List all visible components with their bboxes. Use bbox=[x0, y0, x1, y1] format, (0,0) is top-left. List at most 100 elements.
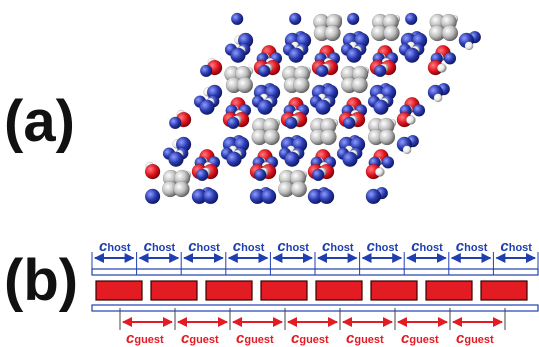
atom-c bbox=[236, 76, 254, 94]
guest-period-label: cguest bbox=[346, 330, 384, 347]
guest-period-label: cguest bbox=[236, 330, 274, 347]
panel-label-b: (b) bbox=[4, 248, 79, 313]
host-period-label: chost bbox=[367, 238, 399, 255]
guest-symbol: c bbox=[401, 330, 410, 347]
host-subscript: host bbox=[464, 242, 488, 254]
guest-symbol: c bbox=[236, 330, 245, 347]
guest-block bbox=[425, 280, 473, 301]
host-period-label: chost bbox=[322, 238, 354, 255]
guest-subscript: guest bbox=[464, 334, 494, 346]
atom-n bbox=[347, 12, 360, 26]
atom-n bbox=[373, 99, 389, 115]
host-period-label: chost bbox=[456, 238, 488, 255]
guest-block bbox=[260, 280, 308, 301]
atom-n bbox=[195, 168, 209, 182]
host-period-label: chost bbox=[99, 238, 131, 255]
atom-c bbox=[351, 76, 368, 94]
atom-n bbox=[346, 47, 362, 63]
host-subscript: host bbox=[107, 242, 131, 254]
atom-n bbox=[254, 168, 267, 182]
atom-n bbox=[342, 151, 358, 167]
atom-n bbox=[405, 12, 418, 26]
atom-n bbox=[343, 116, 356, 130]
atom-h bbox=[405, 115, 415, 125]
atom-c bbox=[441, 24, 459, 42]
guest-subscript: guest bbox=[189, 334, 219, 346]
atom-c bbox=[383, 24, 400, 42]
host-symbol: c bbox=[456, 238, 465, 255]
atom-h bbox=[402, 145, 412, 155]
host-symbol: c bbox=[99, 238, 108, 255]
atom-n bbox=[230, 12, 244, 26]
guest-period-label: cguest bbox=[291, 330, 329, 347]
guest-subscript: guest bbox=[134, 334, 164, 346]
guest-molecule-blocks bbox=[95, 280, 528, 301]
guest-period-label: cguest bbox=[401, 330, 439, 347]
guest-symbol: c bbox=[291, 330, 300, 347]
guest-block bbox=[370, 280, 418, 301]
host-symbol: c bbox=[411, 238, 420, 255]
atom-n bbox=[312, 168, 325, 182]
atom-n bbox=[365, 188, 382, 205]
atom-n bbox=[443, 52, 457, 65]
atom-c bbox=[378, 128, 396, 146]
atom-n bbox=[381, 156, 395, 169]
guest-block bbox=[205, 280, 253, 301]
guest-block bbox=[95, 280, 143, 301]
atom-c bbox=[263, 128, 280, 146]
host-symbol: c bbox=[500, 238, 509, 255]
atom-c bbox=[290, 180, 307, 198]
atom-c bbox=[324, 24, 341, 42]
atom-n bbox=[316, 64, 329, 78]
host-period-ticks bbox=[91, 252, 539, 275]
host-period-label: chost bbox=[277, 238, 309, 255]
host-rail-bottom bbox=[91, 304, 539, 312]
atom-n bbox=[289, 12, 302, 26]
atom-c bbox=[320, 128, 337, 146]
guest-block bbox=[480, 280, 528, 301]
guest-period-label: cguest bbox=[126, 330, 164, 347]
atom-c bbox=[293, 76, 310, 94]
host-period-label: chost bbox=[500, 238, 532, 255]
host-period-label: chost bbox=[233, 238, 265, 255]
atom-n bbox=[168, 151, 184, 167]
host-subscript: host bbox=[197, 242, 221, 254]
guest-symbol: c bbox=[456, 330, 465, 347]
host-symbol: c bbox=[233, 238, 242, 255]
atom-h bbox=[374, 167, 384, 177]
atom-n bbox=[288, 47, 304, 63]
guest-period-label: cguest bbox=[456, 330, 494, 347]
host-period-label: chost bbox=[188, 238, 220, 255]
atom-n bbox=[404, 47, 420, 63]
host-symbol: c bbox=[144, 238, 153, 255]
host-subscript: host bbox=[509, 242, 533, 254]
guest-symbol: c bbox=[346, 330, 355, 347]
crystal-structure-space-filling-model bbox=[144, 12, 481, 205]
atom-n bbox=[284, 151, 300, 167]
host-subscript: host bbox=[330, 242, 354, 254]
atom-n bbox=[144, 188, 161, 205]
host-symbol: c bbox=[322, 238, 331, 255]
host-symbol: c bbox=[367, 238, 376, 255]
host-subscript: host bbox=[286, 242, 310, 254]
guest-subscript: guest bbox=[409, 334, 439, 346]
guest-symbol: c bbox=[126, 330, 135, 347]
atom-n bbox=[285, 116, 298, 130]
atom-h bbox=[433, 93, 443, 103]
atom-n bbox=[412, 104, 426, 117]
host-period-label: chost bbox=[411, 238, 443, 255]
atom-n bbox=[260, 188, 277, 205]
guest-symbol: c bbox=[181, 330, 190, 347]
atom-n bbox=[202, 188, 219, 205]
atom-n bbox=[318, 188, 335, 205]
host-subscript: host bbox=[420, 242, 444, 254]
host-subscript: host bbox=[375, 242, 399, 254]
atom-n bbox=[199, 99, 215, 115]
atom-c bbox=[173, 180, 190, 198]
atom-n bbox=[258, 64, 271, 78]
atom-n bbox=[315, 99, 331, 115]
atom-n bbox=[257, 99, 273, 115]
